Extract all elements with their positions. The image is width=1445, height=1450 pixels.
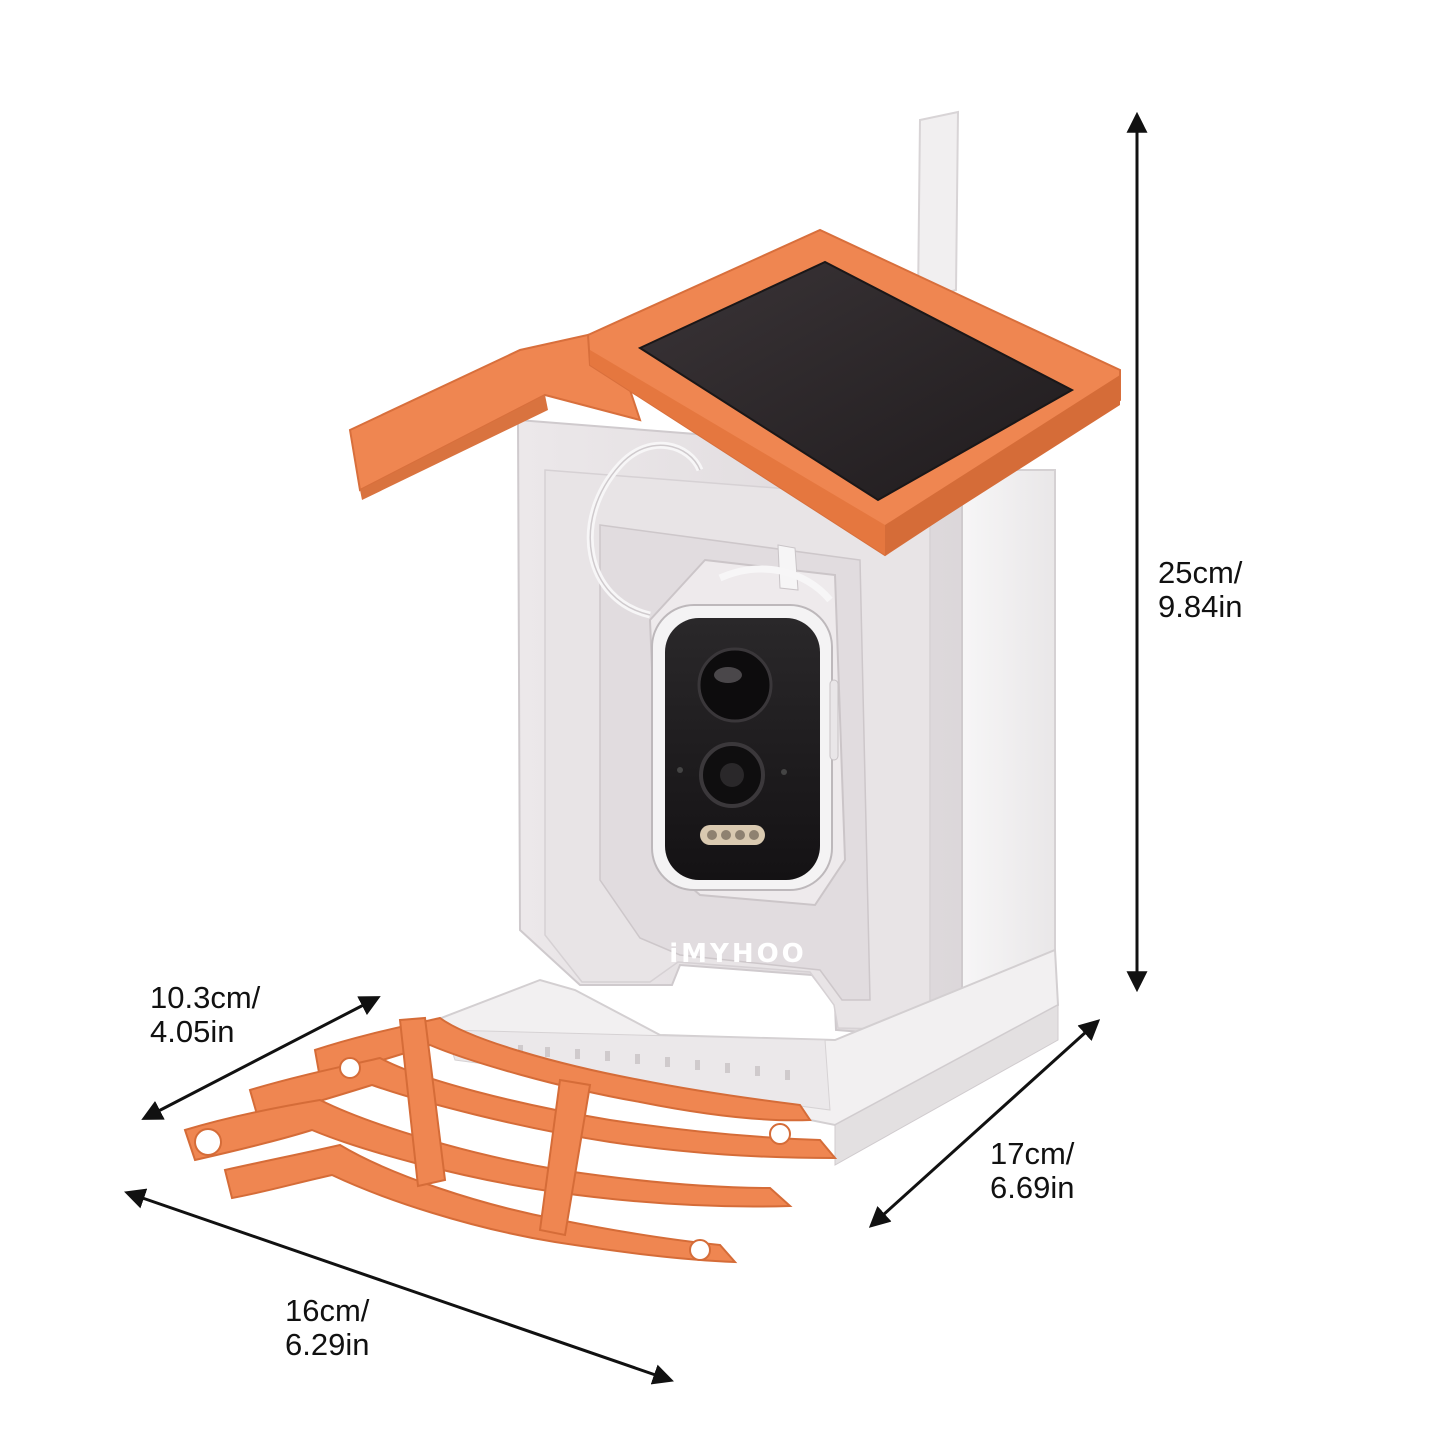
dimension-lines xyxy=(124,111,1148,1385)
camera-unit xyxy=(651,604,839,891)
perch-width-arrow xyxy=(141,996,381,1120)
depth-inch: 6.69in xyxy=(990,1170,1075,1205)
width-arrow xyxy=(124,1188,674,1385)
antenna xyxy=(916,110,960,302)
brand-logo: iMYHOO xyxy=(669,939,807,969)
depth-cm: 17cm/ xyxy=(990,1136,1075,1171)
feeder-side-wall xyxy=(959,469,1056,1042)
height-label: 25cm/ 9.84in xyxy=(1158,556,1242,624)
height-inch: 9.84in xyxy=(1158,589,1243,624)
perch-width-cm: 10.3cm/ xyxy=(150,980,261,1015)
solar-panel xyxy=(637,260,1075,502)
width-inch: 6.29in xyxy=(285,1327,370,1362)
height-cm: 25cm/ xyxy=(1158,555,1243,590)
ir-led-strip xyxy=(700,825,765,845)
camera-cable xyxy=(586,441,833,619)
perch-width-inch: 4.05in xyxy=(150,1014,235,1049)
width-label: 16cm/ 6.29in xyxy=(285,1294,369,1362)
width-cm: 16cm/ xyxy=(285,1293,370,1328)
solar-roof xyxy=(348,228,1121,557)
motion-sensor-icon xyxy=(697,647,773,723)
perch-width-label: 10.3cm/ 4.05in xyxy=(150,981,260,1049)
depth-arrow xyxy=(868,1019,1101,1228)
depth-label: 17cm/ 6.69in xyxy=(990,1137,1074,1205)
